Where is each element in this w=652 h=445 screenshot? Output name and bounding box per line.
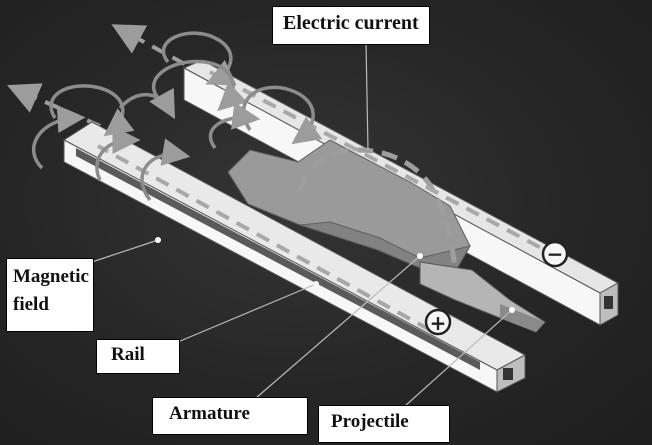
- electric-current-label: Electric current: [272, 6, 430, 45]
- current-arrow-bottom: [7, 83, 101, 128]
- projectile-label: Projectile: [318, 405, 450, 443]
- magnetic-field-label: Magnetic field: [6, 258, 94, 332]
- armature-shape: [227, 139, 472, 273]
- positive-rail: [63, 121, 527, 393]
- rail-current-bottom: [97, 144, 431, 332]
- positive-symbol: +: [430, 311, 447, 335]
- negative-terminal-icon: −: [541, 240, 569, 268]
- rail-current-top: [209, 70, 561, 260]
- positive-terminal-icon: +: [424, 308, 452, 336]
- negative-symbol: −: [547, 242, 564, 266]
- armature-label: Armature: [152, 397, 308, 435]
- current-loop-arrow: [297, 147, 458, 269]
- rail-label: Rail: [96, 339, 180, 374]
- magnetic-field-arrows: [31, 31, 323, 202]
